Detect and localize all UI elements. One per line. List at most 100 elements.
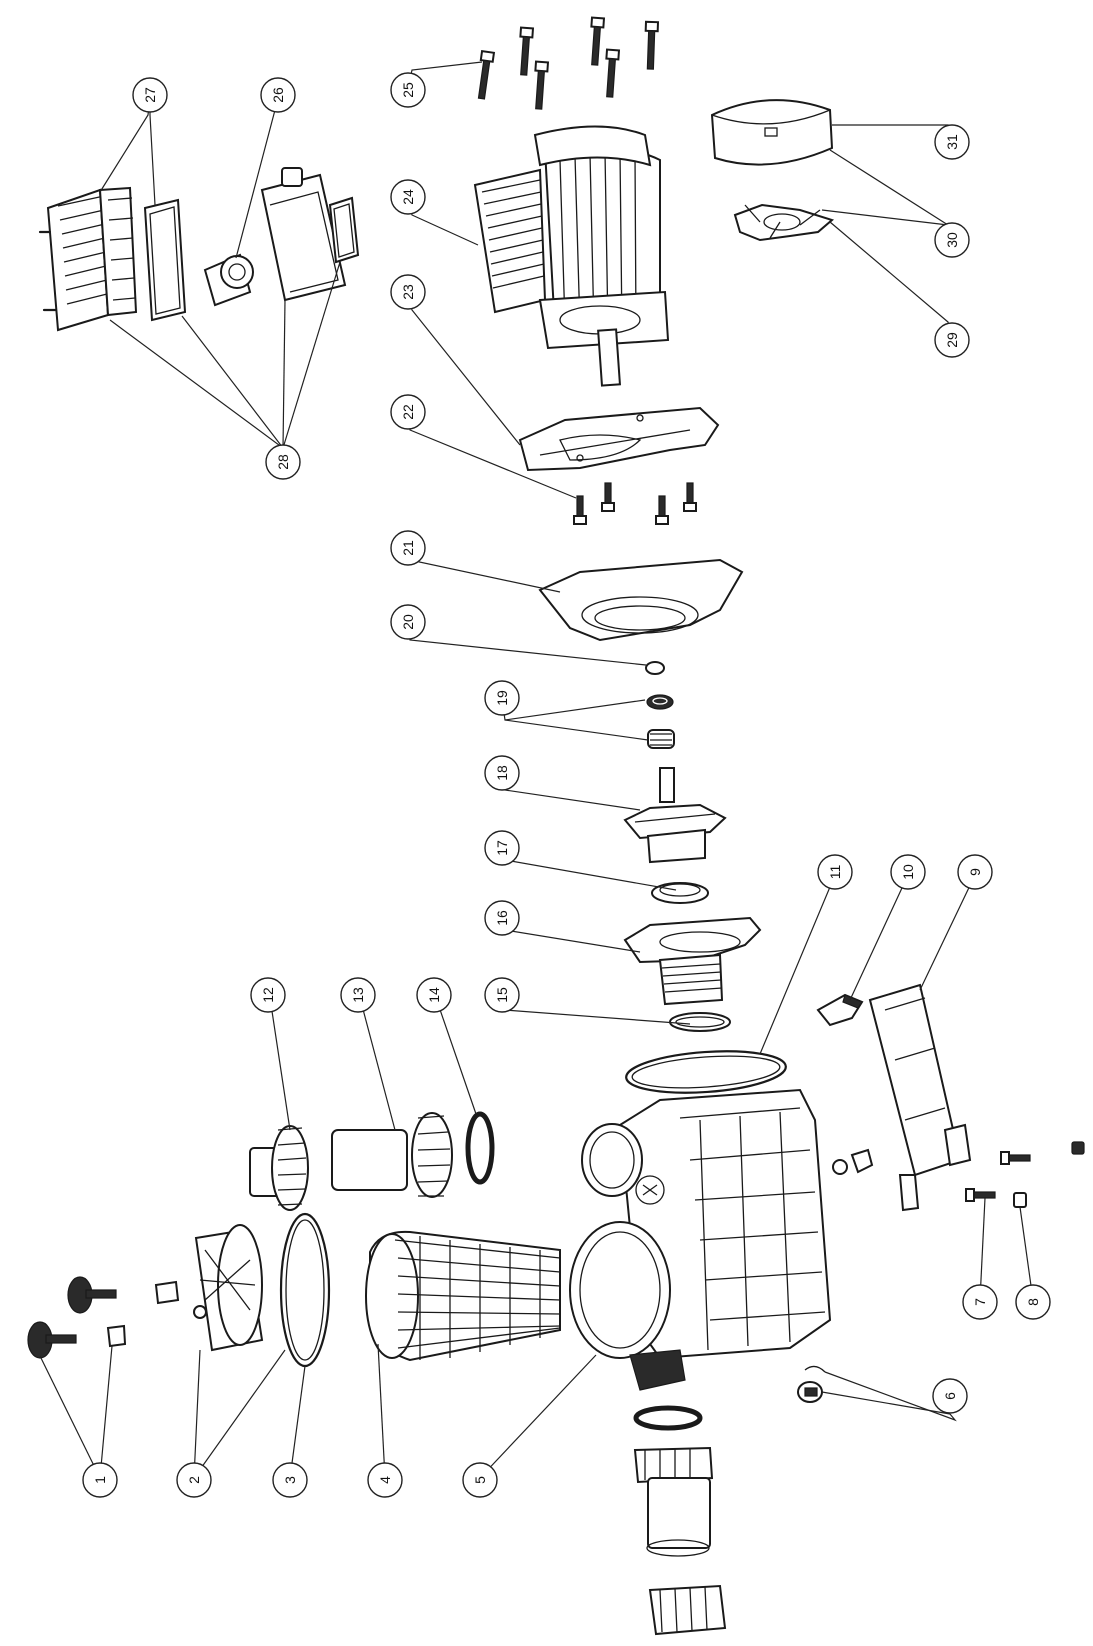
- callouts-layer: 1 2 3 4 5 6 7 8 9 10 11 12 13 14 15 16 1…: [82, 72, 1051, 1498]
- leader-1a: [39, 1355, 101, 1479]
- callout-26: 26: [260, 77, 296, 113]
- leader-30a: [829, 149, 953, 241]
- part-26-cable-gland: [203, 253, 254, 307]
- svg-text:7: 7: [972, 1298, 988, 1306]
- svg-text:14: 14: [426, 987, 442, 1003]
- callout-4: 4: [367, 1462, 403, 1498]
- callout-11: 11: [817, 854, 853, 890]
- part-28-gasket: [328, 196, 360, 264]
- part-bottom-nut: [648, 1584, 727, 1636]
- part-5-pump-housing: [569, 1088, 832, 1391]
- svg-text:27: 27: [142, 87, 158, 103]
- svg-text:24: 24: [400, 189, 416, 205]
- leader-6a: [824, 1371, 957, 1422]
- callout-19: 19: [484, 680, 520, 716]
- part-nut-small: [832, 1148, 874, 1175]
- svg-text:15: 15: [494, 987, 510, 1003]
- part-1-knobs: [27, 1276, 180, 1359]
- svg-text:20: 20: [400, 614, 416, 630]
- part-10-handle: [816, 993, 864, 1027]
- part-15-o-ring: [669, 1012, 731, 1032]
- svg-text:31: 31: [944, 134, 960, 150]
- part-bottom-o-ring: [633, 1405, 703, 1431]
- callout-28: 28: [265, 444, 301, 480]
- part-14-o-ring: [465, 1111, 495, 1185]
- svg-text:29: 29: [944, 332, 960, 348]
- part-20-seal: [645, 661, 665, 675]
- leader-9: [919, 874, 976, 991]
- part-12-union: [249, 1125, 309, 1211]
- leader-19a: [501, 699, 646, 721]
- callout-25: 25: [390, 72, 426, 108]
- part-25-bolts: [477, 16, 660, 110]
- leader-27b: [149, 98, 156, 206]
- leader-23: [407, 294, 521, 446]
- callout-7: 7: [962, 1284, 998, 1320]
- svg-text:19: 19: [494, 690, 510, 706]
- svg-text:21: 21: [400, 540, 416, 556]
- leader-13: [359, 997, 396, 1131]
- leader-2b: [193, 1349, 286, 1479]
- part-6-drain-plug: [797, 1365, 826, 1403]
- callout-17: 17: [484, 830, 520, 866]
- svg-text:22: 22: [400, 404, 416, 420]
- callout-2: 2: [176, 1462, 212, 1498]
- svg-text:26: 26: [270, 87, 286, 103]
- callout-5: 5: [462, 1462, 498, 1498]
- parts-layer: [27, 16, 1085, 1636]
- leader-27a: [99, 97, 151, 193]
- callout-6: 6: [932, 1378, 968, 1414]
- part-3-lid-o-ring: [279, 1212, 331, 1368]
- callout-14: 14: [416, 977, 452, 1013]
- svg-text:6: 6: [942, 1392, 958, 1400]
- callout-16: 16: [484, 900, 520, 936]
- part-16-diffuser: [623, 916, 762, 1006]
- callout-23: 23: [390, 274, 426, 310]
- part-17-wear-ring: [651, 882, 709, 904]
- leader-29: [829, 221, 953, 341]
- part-24-motor: [473, 125, 670, 387]
- svg-text:30: 30: [944, 232, 960, 248]
- leader-28b: [181, 315, 284, 449]
- leader-6b: [821, 1391, 951, 1415]
- svg-text:2: 2: [186, 1476, 202, 1484]
- leader-2a: [193, 1349, 201, 1479]
- leader-28c: [282, 299, 286, 449]
- part-9-base: [868, 983, 972, 1212]
- svg-text:1: 1: [92, 1476, 108, 1484]
- svg-text:13: 13: [350, 987, 366, 1003]
- svg-text:23: 23: [400, 284, 416, 300]
- callout-8: 8: [1015, 1284, 1051, 1320]
- leader-28d: [282, 261, 341, 449]
- part-22-screws: [573, 482, 697, 525]
- part-2-lid: [193, 1224, 264, 1352]
- leader-12: [269, 997, 291, 1131]
- part-7-screw: [965, 1188, 996, 1202]
- leader-5: [479, 1354, 597, 1479]
- callout-1: 1: [82, 1462, 118, 1498]
- part-8-nut: [1000, 1141, 1085, 1208]
- part-31-fan-cover: [710, 99, 834, 166]
- part-13-union: [331, 1112, 453, 1198]
- svg-text:5: 5: [472, 1476, 488, 1484]
- svg-text:12: 12: [260, 987, 276, 1003]
- part-28-box-lid: [260, 167, 347, 302]
- svg-text:4: 4: [377, 1476, 393, 1484]
- part-11-o-ring: [625, 1050, 787, 1094]
- callout-10: 10: [890, 854, 926, 890]
- callout-31: 31: [934, 124, 970, 160]
- part-23-adapter-plate: [518, 406, 720, 472]
- callout-13: 13: [340, 977, 376, 1013]
- part-27-terminal-box: [38, 186, 138, 332]
- callout-27: 27: [132, 77, 168, 113]
- part-18-impeller: [623, 767, 727, 864]
- svg-text:18: 18: [494, 765, 510, 781]
- part-bottom-union: [633, 1446, 714, 1557]
- callout-30: 30: [934, 222, 970, 258]
- callout-24: 24: [390, 179, 426, 215]
- callout-21: 21: [390, 530, 426, 566]
- part-29-fan: [733, 203, 835, 242]
- svg-text:16: 16: [494, 910, 510, 926]
- svg-text:28: 28: [275, 454, 291, 470]
